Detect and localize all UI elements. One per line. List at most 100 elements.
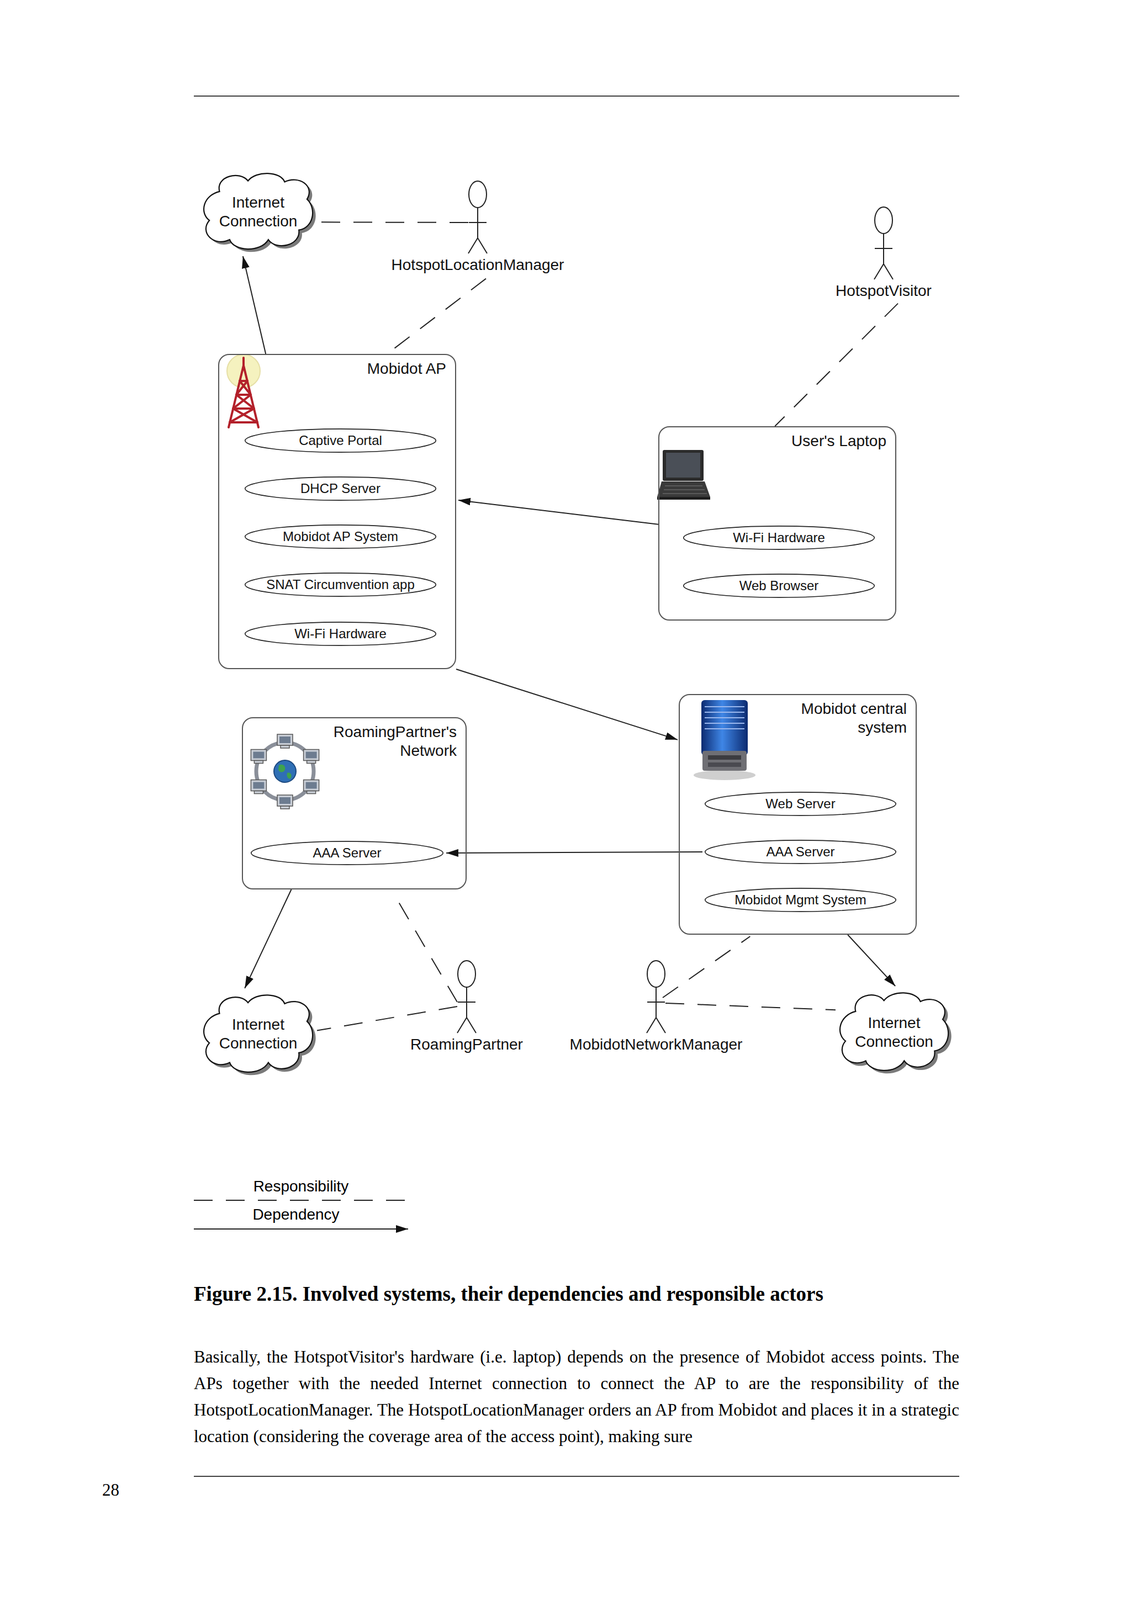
figure-head (457, 960, 476, 988)
component-ellipse: AAA Server (704, 839, 897, 865)
ellipse-shape (245, 429, 437, 453)
dependency-arrow (847, 934, 896, 987)
responsibility-line (392, 891, 458, 1003)
component-ellipse: SNAT Circumvention app (244, 572, 437, 598)
box-title: User's Laptop (791, 431, 887, 451)
node-label: SNAT Circumvention app (266, 577, 415, 593)
network-icon-part-part (303, 780, 320, 792)
component-ellipse: Web Browser (682, 573, 876, 599)
node-label: AAA Server (312, 845, 382, 861)
system-box: Captive PortalDHCP ServerMobidot AP Syst… (218, 353, 457, 670)
legend-samples-part (193, 1200, 409, 1202)
network-icon-part-part (279, 736, 291, 744)
node-label: Web Browser (739, 578, 819, 594)
antenna-tower-icon-part-part (242, 357, 245, 366)
actor-name: RoamingPartner (410, 1035, 523, 1055)
server-icon-part (707, 762, 742, 768)
actor-figure: MobidotNetworkManager (569, 959, 743, 1055)
dependency-arrow (244, 889, 292, 989)
figure-head (647, 960, 665, 988)
ellipse-shape (705, 792, 897, 816)
server-icon-part (701, 700, 748, 756)
actor-name: HotspotLocationManager (391, 255, 565, 275)
network-icon-part (278, 764, 292, 780)
legend-text: Responsibility (250, 1177, 353, 1197)
system-box: AAA Server RoamingPartner's Network (241, 717, 467, 890)
network-icon-part-part (279, 797, 291, 805)
system-box: Web ServerAAA ServerMobidot Mgmt System M… (678, 694, 917, 935)
stick-figure (463, 179, 493, 255)
ellipse-shape (245, 477, 437, 501)
node-label: DHCP Server (300, 481, 381, 497)
page-rule (193, 1476, 960, 1478)
ellipse-shape (705, 840, 897, 864)
dependency-arrow (456, 669, 678, 741)
network-icon-part-part (280, 806, 290, 810)
responsibility-line (316, 1006, 458, 1032)
stick-figure (452, 959, 482, 1035)
node-label: Internet Connection (211, 1015, 306, 1053)
ellipse-shape (245, 525, 437, 549)
figure-body (457, 987, 477, 1034)
node-label: Captive Portal (298, 432, 383, 449)
network-icon-part-part (277, 795, 293, 807)
component-ellipse: DHCP Server (244, 476, 437, 502)
cloud-shape (839, 992, 949, 1071)
network-icon-part-part (307, 791, 316, 795)
server-icon-part (693, 770, 756, 781)
antenna-tower-icon-part-part (229, 381, 258, 423)
cloud-outline (197, 990, 320, 1079)
box-title: Mobidot central system (779, 699, 907, 737)
laptop-icon-part (662, 485, 707, 494)
figure-head (874, 207, 893, 234)
figure-head (468, 181, 487, 208)
actor-figure: RoamingPartner (410, 959, 523, 1055)
network-icon-part-part (252, 782, 264, 790)
cloud-shape (203, 173, 313, 250)
page-number: 28 (102, 1480, 120, 1501)
actor-name: HotspotVisitor (835, 281, 932, 301)
legend-text: Dependency (249, 1205, 343, 1225)
node-label: Internet Connection (211, 193, 306, 231)
component-ellipse: Wi-Fi Hardware (682, 525, 876, 551)
server-icon (693, 700, 756, 781)
cloud-outline (197, 168, 320, 256)
network-icon-part-part (250, 780, 267, 792)
ellipse-shape (705, 888, 897, 912)
antenna-tower-icon-part-part (229, 381, 258, 423)
network-icon-part-part (277, 734, 293, 746)
stick-figure (869, 205, 898, 281)
node-label: Web Server (765, 796, 835, 812)
server-icon-part (702, 751, 747, 771)
server-icon-part (704, 706, 745, 729)
internet-cloud: Internet Connection (197, 168, 320, 256)
network-icon-part-part (280, 745, 290, 749)
responsibility-line (387, 278, 486, 354)
node-label: Wi-Fi Hardware (294, 626, 387, 642)
page-rule (193, 95, 960, 97)
component-ellipse: Mobidot AP System (244, 524, 437, 550)
network-icon (250, 734, 319, 810)
network-icon-part-part (254, 791, 263, 795)
internet-cloud: Internet Connection (833, 987, 955, 1077)
responsibility-line (662, 936, 750, 998)
responsibility-line (774, 303, 898, 427)
figure-body (468, 207, 488, 254)
component-ellipse: Mobidot Mgmt System (704, 887, 897, 913)
actor-name: MobidotNetworkManager (569, 1035, 743, 1055)
body-paragraph: Basically, the HotspotVisitor's hardware… (193, 1344, 960, 1451)
antenna-tower-icon (226, 354, 261, 428)
laptop-icon (657, 450, 711, 500)
component-ellipse: AAA Server (250, 840, 445, 866)
node-label: Wi-Fi Hardware (732, 530, 826, 546)
internet-cloud: Internet Connection (197, 990, 320, 1079)
stick-figure (641, 959, 671, 1035)
network-icon-part-part (254, 760, 263, 764)
node-label: Internet Connection (847, 1013, 942, 1051)
box-title: RoamingPartner's Network (307, 722, 457, 760)
laptop-icon-part (657, 497, 711, 500)
network-icon-part (252, 736, 317, 805)
node-label: Mobidot AP System (282, 529, 399, 545)
network-icon-part (250, 734, 319, 810)
responsibility-line (665, 1003, 836, 1011)
